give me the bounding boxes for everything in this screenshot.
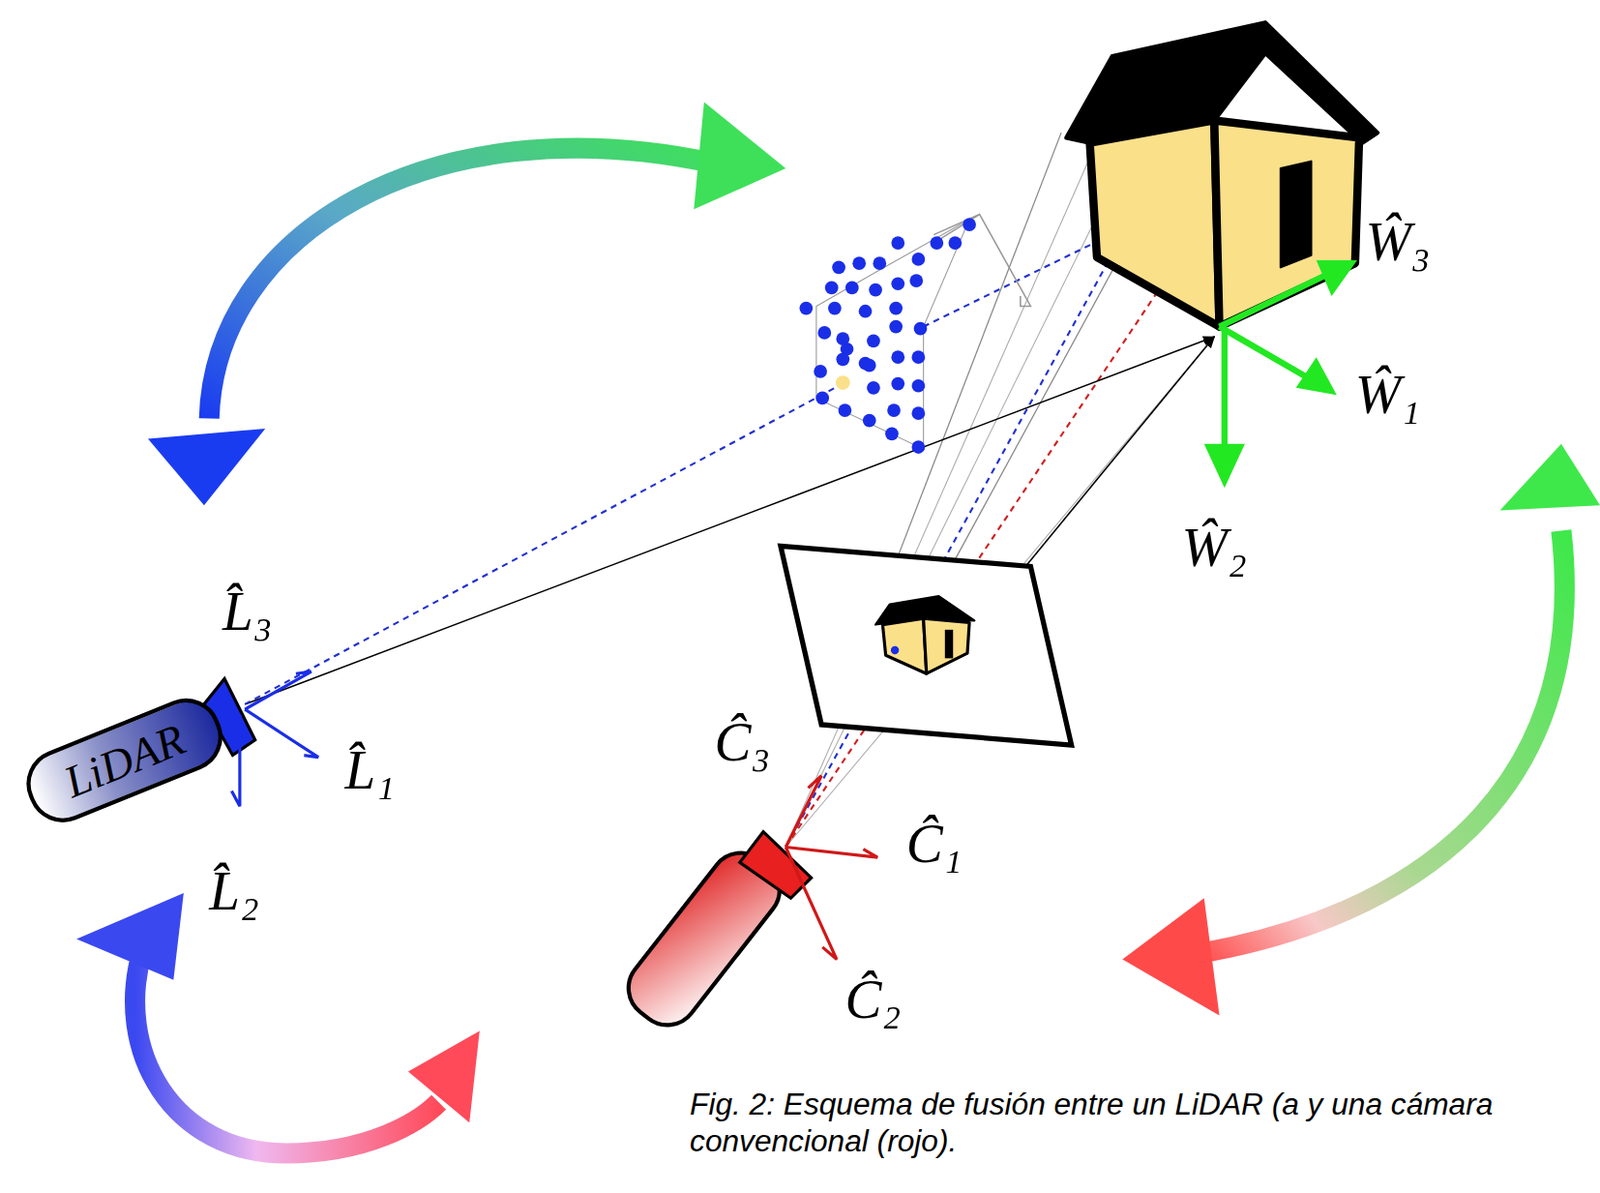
image-plane	[780, 545, 1072, 745]
lidar-point	[912, 350, 926, 364]
lidar-point	[890, 377, 905, 391]
lidar-point	[815, 391, 830, 406]
lidar-point	[828, 301, 842, 316]
lidar-point	[962, 217, 977, 232]
lidar-point	[831, 261, 846, 275]
axis-label: L̂₃	[222, 583, 272, 639]
ghost-house	[933, 214, 1031, 307]
lidar-point	[835, 352, 850, 366]
sensor-name: LiDAR	[57, 712, 193, 808]
lidar-point	[838, 403, 853, 417]
projection-rays	[244, 60, 1215, 847]
lidar-point	[859, 304, 873, 319]
lidar-point	[912, 406, 926, 420]
camera-axes	[785, 775, 878, 960]
axis-label: Ŵ₃	[1364, 214, 1430, 270]
lidar-point	[813, 364, 828, 379]
lidar-point	[948, 236, 962, 250]
lidar-point	[859, 356, 873, 371]
world-axes	[1204, 260, 1358, 488]
lidar-point	[888, 301, 903, 316]
lidar-point	[909, 273, 923, 288]
lidar-sensor: LiDAR	[16, 687, 234, 832]
figure-caption: Fig. 2: Esquema de fusión entre un LiDAR…	[689, 1085, 1588, 1159]
image-house	[875, 595, 975, 674]
lidar-point	[890, 350, 905, 364]
axis-label: Ŵ₂	[1182, 520, 1247, 576]
relation-arcs	[76, 101, 1600, 1153]
axis-label: L̂₁	[345, 742, 395, 799]
lidar-point	[872, 256, 887, 270]
point-cloud	[799, 217, 976, 454]
lidar-point	[852, 256, 866, 270]
lidar-point	[888, 320, 903, 334]
lidar-point	[912, 379, 926, 393]
lidar-axes	[231, 671, 319, 806]
lidar-point	[890, 236, 905, 250]
lidar-point	[862, 414, 877, 428]
lidar-point	[885, 426, 899, 441]
lidar-point	[817, 325, 831, 340]
lidar-point	[912, 252, 926, 267]
axis-label: Ĉ₃	[713, 713, 771, 770]
camera	[616, 831, 812, 1038]
axis-label: Ŵ₁	[1355, 367, 1421, 423]
matched-point	[835, 375, 851, 390]
lidar-point	[866, 381, 881, 395]
lidar-point	[835, 331, 850, 346]
lidar-point	[799, 301, 813, 316]
axis-label: Ĉ₁	[906, 816, 963, 872]
lidar-point	[929, 236, 944, 250]
lidar-point	[912, 440, 926, 454]
lidar-point	[825, 281, 839, 296]
axis-label: Ĉ₂	[844, 971, 901, 1027]
axis-label: L̂₂	[208, 862, 259, 919]
lidar-point	[887, 403, 901, 417]
house	[1066, 22, 1378, 326]
lidar-point	[890, 276, 905, 291]
lidar-point	[914, 322, 928, 336]
lidar-point	[866, 333, 881, 348]
lidar-point	[845, 281, 860, 296]
lidar-point	[868, 283, 883, 297]
